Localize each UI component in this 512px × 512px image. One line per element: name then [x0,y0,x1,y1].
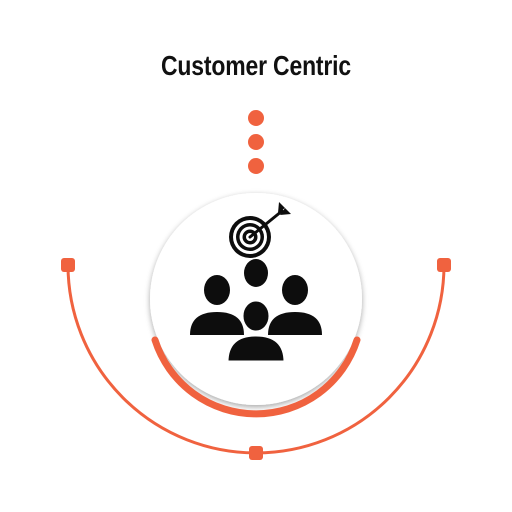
people-group-icon [190,259,322,364]
arc-marker-bottom [249,446,263,460]
dots-vertical-icon [248,110,264,174]
center-circle-accent-arc [151,336,361,418]
outer-arc [61,258,451,460]
arc-marker-right [437,258,451,272]
target-dart-icon [229,202,291,258]
arc-marker-left [61,258,75,272]
page-title: Customer Centric [160,50,352,81]
